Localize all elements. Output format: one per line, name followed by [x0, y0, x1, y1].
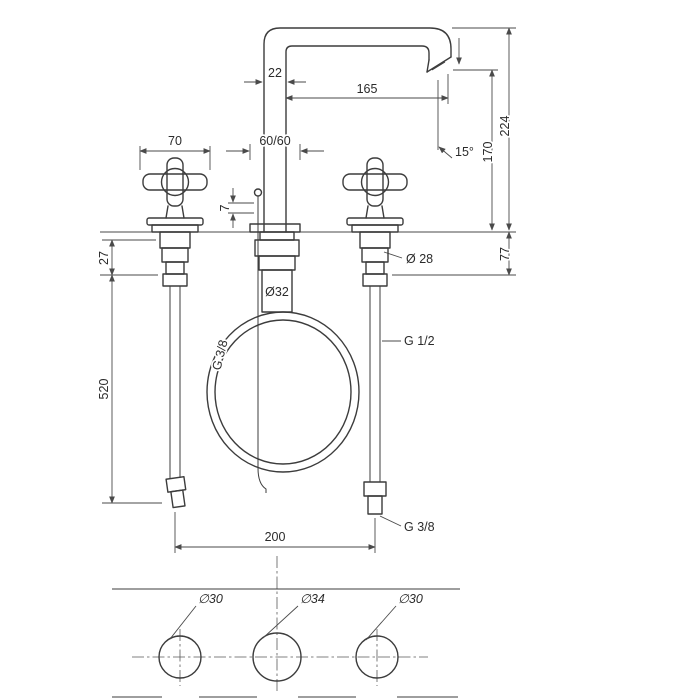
left-valve [159, 231, 191, 509]
left-mounting-hole [158, 635, 202, 679]
right-handle-stem-l [365, 205, 369, 219]
hose-thread-label: G 3/8 [210, 338, 231, 371]
right-handle-hub [360, 167, 390, 197]
dim-handle-width-label: 70 [168, 134, 182, 148]
spout-aerator-line [431, 61, 446, 71]
leader-dia28 [383, 251, 403, 259]
right-hose-connector [363, 481, 387, 515]
spout [249, 27, 452, 233]
spout-inner-line [285, 45, 430, 233]
leader-hole-left [169, 605, 197, 640]
hole-right-dia-label: ∅30 [398, 592, 423, 606]
dim-total-height-label: 224 [498, 116, 512, 137]
right-mounting-hole [355, 635, 399, 679]
left-valve-nut [162, 273, 188, 287]
dimension-lines [100, 27, 516, 553]
left-handle-vertical-arm [166, 157, 184, 207]
left-valve-neck [165, 261, 185, 275]
dim-hole-spacing-label: 200 [265, 530, 286, 544]
center-mounting-hole [252, 632, 302, 682]
right-valve-thread [361, 247, 389, 263]
left-valve-body [159, 231, 191, 249]
spout-outer-line [263, 27, 452, 233]
right-valve [359, 231, 391, 515]
right-handle-flange [346, 217, 404, 226]
left-valve-thread [161, 247, 189, 263]
dim-shank-dia-label: Ø32 [265, 285, 289, 299]
leader-hole-center [262, 605, 299, 639]
right-connector-thread [367, 495, 383, 515]
left-hose-connector [165, 476, 187, 509]
dim-hose-length-label: 520 [97, 379, 111, 400]
center-body [258, 255, 296, 271]
right-connector-nut [363, 481, 387, 497]
dim-mount-depth-label: 77 [498, 247, 512, 261]
mounting-holes-section [112, 556, 460, 698]
right-handle-rosette [351, 224, 399, 233]
right-valve-neck [365, 261, 385, 275]
center-locknut [254, 239, 300, 257]
dim-outlet-height-label: 170 [481, 142, 495, 163]
dim-rosette-height-label: 27 [97, 251, 111, 265]
dim-rod-offset-label: 7 [218, 204, 232, 211]
dim-spout-reach-label: 165 [357, 82, 378, 96]
left-handle [142, 157, 208, 233]
left-handle-rosette [151, 224, 199, 233]
hole-center-dia-label: ∅34 [300, 592, 325, 606]
left-handle-stem-l [165, 205, 169, 219]
left-connector-thread [170, 489, 186, 509]
supply-thread-label: G 1/2 [404, 334, 435, 348]
left-handle-cross-arm [142, 173, 208, 191]
leader-hole-right [365, 605, 397, 641]
right-handle-cross-arm [342, 173, 408, 191]
spout-tip-face [426, 56, 452, 73]
center-spacer [259, 231, 295, 241]
dim-outlet-angle-label: 15° [455, 145, 474, 159]
left-handle-hub [160, 167, 190, 197]
leader-g38-bottom [379, 515, 402, 527]
bottom-thread-label: G 3/8 [404, 520, 435, 534]
dim-spout-width-label: 22 [268, 66, 282, 80]
right-handle-vertical-arm [366, 157, 384, 207]
right-valve-body [359, 231, 391, 249]
faucet-body [142, 27, 452, 515]
right-valve-nut [362, 273, 388, 287]
hose-loop-inner [214, 319, 352, 465]
hose-loop [206, 311, 360, 473]
right-handle [342, 157, 408, 233]
hole-left-dia-label: ∅30 [198, 592, 223, 606]
dim-handle-rosette-dia-label: Ø 28 [406, 252, 433, 266]
center-shank [254, 231, 300, 313]
outlet-angle-arrow [438, 146, 453, 159]
right-handle-stem-r [381, 205, 385, 219]
hose-loop-outer [206, 311, 360, 473]
popup-rod-knob [253, 188, 263, 197]
left-handle-stem-r [181, 205, 185, 219]
dimension-labels: 22 165 224 170 15° 70 60/60 7 27 Ø 28 Ø3… [95, 64, 514, 608]
spout-tip-edge [426, 59, 430, 73]
left-handle-flange [146, 217, 204, 226]
dim-spout-base-label: 60/60 [259, 134, 290, 148]
